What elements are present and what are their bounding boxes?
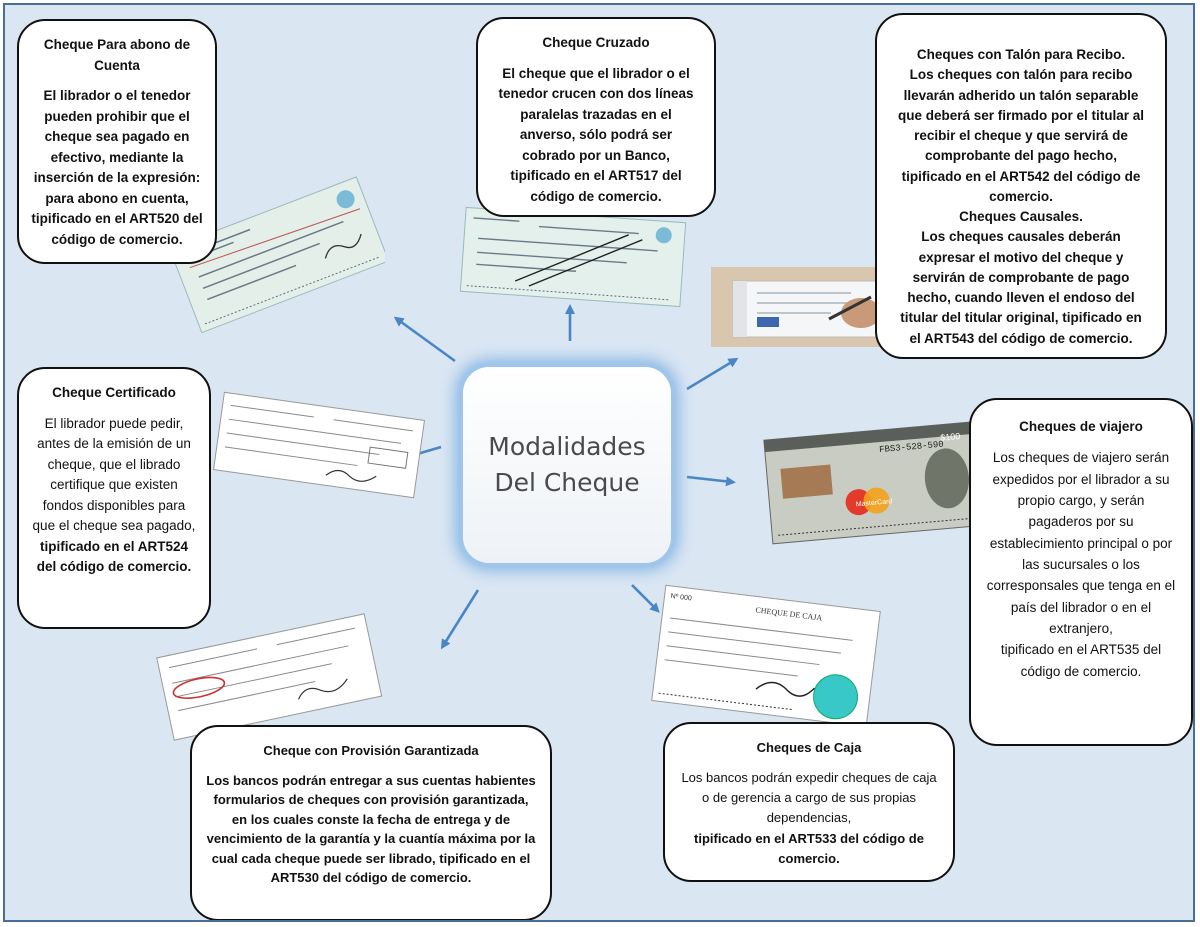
box-provision-body: Los bancos podrán entregar a sus cuentas… bbox=[206, 772, 536, 886]
box-caja-title: Cheques de Caja bbox=[756, 740, 862, 755]
box-caja-body: Los bancos podrán expedir cheques de caj… bbox=[681, 770, 937, 826]
box-cheques-caja: Cheques de Caja Los bancos podrán expedi… bbox=[663, 722, 955, 882]
arrow-to-viajero bbox=[686, 475, 736, 487]
box-cruzado-title: Cheque Cruzado bbox=[542, 35, 650, 50]
arrow-to-abono bbox=[393, 316, 456, 363]
box-cruzado-body: El cheque que el librador o el tenedor c… bbox=[498, 65, 694, 204]
arrow-to-provision bbox=[440, 589, 480, 650]
box-cheque-provision-garantizada: Cheque con Provisión Garantizada Los ban… bbox=[190, 725, 552, 920]
box-provision-title: Cheque con Provisión Garantizada bbox=[263, 743, 479, 758]
viajero-amount-text: $100 bbox=[940, 431, 961, 443]
caja-number-text: Nº 000 bbox=[670, 593, 692, 603]
box-abono-body: El librador o el tenedor pueden prohibir… bbox=[31, 88, 203, 247]
connector-arrows bbox=[393, 304, 739, 650]
box-cheque-abono-cuenta: Cheque Para abono de Cuenta El librador … bbox=[17, 19, 217, 264]
cheque-image-provision bbox=[153, 611, 385, 741]
box-cheque-talon-causales: Cheques con Talón para Recibo. Los chequ… bbox=[875, 13, 1167, 359]
box-certificado-title: Cheque Certificado bbox=[52, 385, 176, 400]
cheque-image-talon-photo bbox=[711, 267, 885, 347]
box-causales-title: Cheques Causales. bbox=[959, 209, 1083, 224]
cheque-image-cruzado bbox=[457, 205, 689, 309]
box-cheques-viajero: Cheques de viajero Los cheques de viajer… bbox=[969, 398, 1193, 746]
cheque-image-caja: CHEQUE DE CAJA Nº 000 bbox=[650, 580, 882, 732]
box-viajero-tail: tipificado en el ART535 del código de co… bbox=[1000, 642, 1162, 679]
cheque-image-viajero: MasterCard FBS3-528-590 $100 bbox=[762, 419, 980, 547]
box-certificado-body: El librador puede pedir, antes de la emi… bbox=[32, 415, 196, 534]
box-viajero-title: Cheques de viajero bbox=[1019, 419, 1143, 434]
box-talon-body: Los cheques con talón para recibo llevar… bbox=[897, 67, 1145, 204]
box-talon-title: Cheques con Talón para Recibo. bbox=[916, 47, 1126, 62]
box-certificado-tail: tipificado en el ART524 del código de co… bbox=[36, 538, 192, 575]
box-viajero-body: Los cheques de viajero serán expedidos p… bbox=[986, 450, 1176, 636]
box-cheque-certificado: Cheque Certificado El librador puede ped… bbox=[17, 367, 211, 629]
arrow-to-talon bbox=[686, 357, 739, 391]
box-caja-tail: tipificado en el ART533 del código de co… bbox=[694, 830, 924, 866]
arrow-to-caja bbox=[631, 584, 660, 613]
box-causales-body: Los cheques causales deberán expresar el… bbox=[900, 229, 1142, 346]
box-abono-title: Cheque Para abono de Cuenta bbox=[43, 37, 191, 73]
cheque-image-certificado bbox=[210, 390, 428, 500]
box-cheque-cruzado: Cheque Cruzado El cheque que el librador… bbox=[476, 17, 716, 217]
viajero-brand-text: MasterCard bbox=[856, 498, 893, 508]
